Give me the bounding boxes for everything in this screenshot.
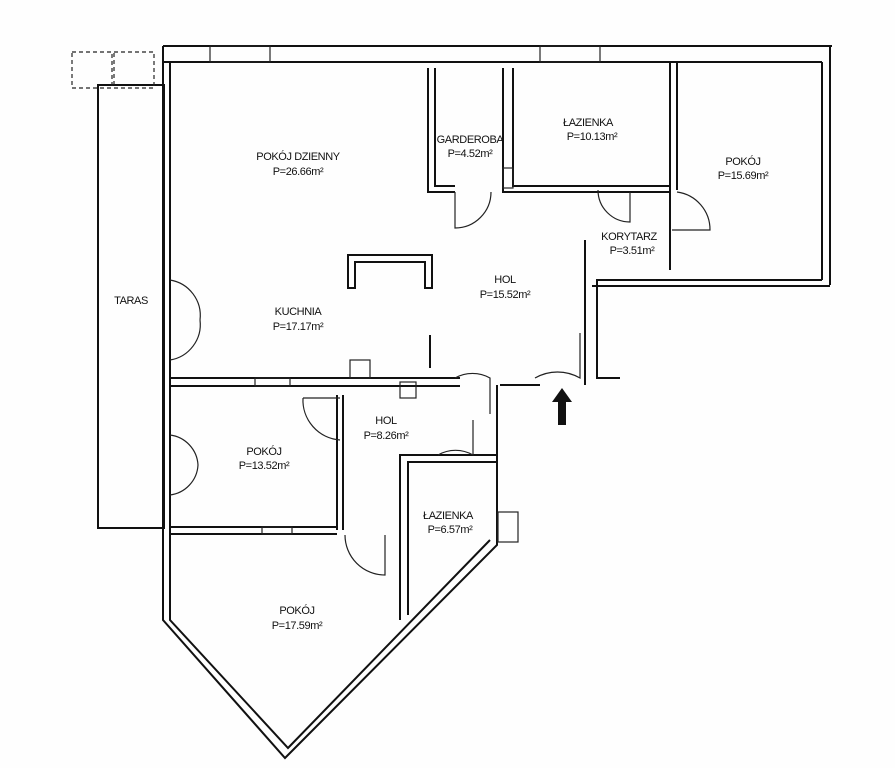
room-area: P=26.66m² <box>273 166 324 178</box>
room-name: POKÓJ <box>279 604 314 617</box>
room-name: HOL <box>375 415 397 427</box>
interior-walls <box>170 62 678 620</box>
room-area: P=13.52m² <box>239 460 290 472</box>
room-name: ŁAZIENKA <box>563 117 614 129</box>
terrace-column <box>113 51 155 89</box>
terrace-column <box>71 51 113 89</box>
room-name: HOL <box>494 274 516 286</box>
door-swings <box>169 189 711 576</box>
terrace-label: TARAS <box>114 295 148 307</box>
room-area: P=6.57m² <box>428 524 474 536</box>
room-area: P=8.26m² <box>364 430 410 442</box>
room-area: P=15.52m² <box>480 289 531 301</box>
room-name: KUCHNIA <box>275 306 323 318</box>
room-area: P=4.52m² <box>448 148 494 160</box>
room-area: P=17.59m² <box>272 620 323 632</box>
room-name: GARDEROBA <box>437 134 505 146</box>
outer-walls <box>162 45 832 760</box>
room-name: POKÓJ DZIENNY <box>256 150 340 163</box>
room-area: P=10.13m² <box>567 131 618 143</box>
room-area: P=15.69m² <box>718 170 769 182</box>
room-name: KORYTARZ <box>601 231 657 243</box>
room-area: P=3.51m² <box>610 245 656 257</box>
entrance-arrow-icon <box>552 388 572 425</box>
room-name: POKÓJ <box>725 155 760 168</box>
room-area: P=17.17m² <box>273 321 324 333</box>
room-name: POKÓJ <box>246 445 281 458</box>
room-labels: POKÓJ DZIENNY P=26.66m² GARDEROBA P=4.52… <box>239 117 770 632</box>
room-name: ŁAZIENKA <box>423 510 474 522</box>
